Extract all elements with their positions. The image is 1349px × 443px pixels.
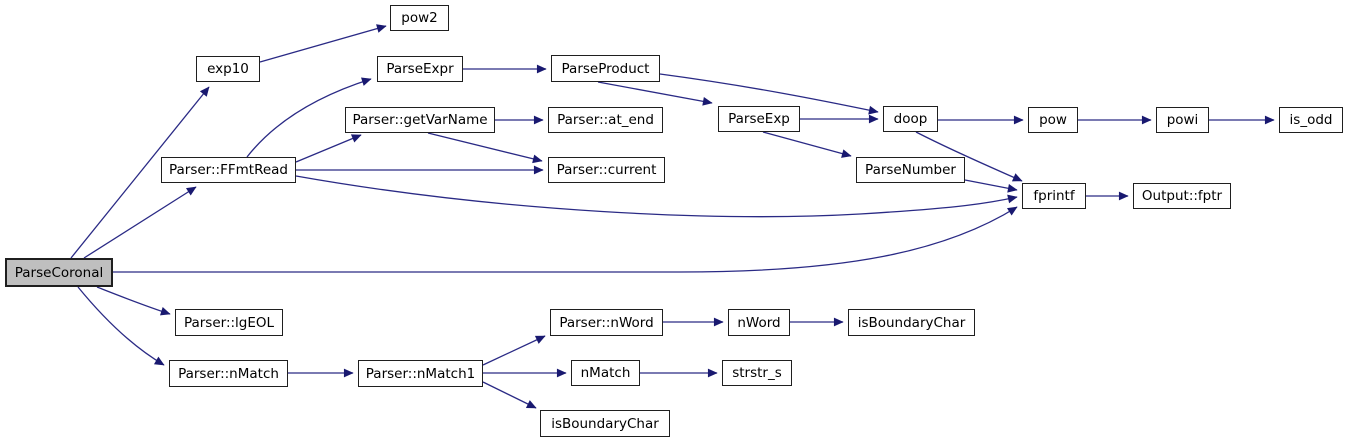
edge-ParseProduct-doop	[659, 73, 879, 115]
edge-doop-fprintf	[915, 131, 1023, 182]
node-Parser_FFmtRead[interactable]: Parser::FFmtRead	[161, 157, 296, 183]
node-isBoundaryChar1[interactable]: isBoundaryChar	[848, 309, 975, 336]
node-nWord_fn[interactable]: nWord	[728, 309, 790, 336]
node-powi[interactable]: powi	[1156, 107, 1209, 133]
node-Parser_nMatch1[interactable]: Parser::nMatch1	[358, 360, 483, 387]
edge-Parser_getVarName-Parser_current	[427, 132, 543, 164]
node-pow[interactable]: pow	[1028, 107, 1078, 133]
node-ParseExpr[interactable]: ParseExpr	[377, 56, 463, 82]
node-exp10[interactable]: exp10	[196, 56, 260, 82]
node-Parser_current[interactable]: Parser::current	[548, 157, 665, 183]
node-Parser_nWord[interactable]: Parser::nWord	[550, 309, 663, 336]
edge-Parser_FFmtRead-ParseExpr	[246, 77, 372, 158]
node-pow2[interactable]: pow2	[390, 5, 449, 31]
node-strstr_s[interactable]: strstr_s	[722, 360, 792, 386]
edge-exp10-pow2	[259, 24, 387, 63]
node-nMatch_fn[interactable]: nMatch	[571, 360, 640, 386]
node-doop[interactable]: doop	[883, 106, 938, 132]
node-Parser_lgEOL[interactable]: Parser::lgEOL	[175, 309, 283, 336]
node-ParseProduct[interactable]: ParseProduct	[551, 55, 660, 82]
node-Parser_at_end[interactable]: Parser::at_end	[548, 107, 663, 133]
edge-ParseCoronal-Parser_nMatch	[77, 286, 165, 366]
edge-ParseExp-ParseNumber	[762, 131, 852, 158]
edge-ParseCoronal-Parser_lgEOL	[96, 286, 171, 316]
edge-ParseCoronal-exp10	[70, 86, 210, 259]
edge-Parser_nMatch1-Parser_nWord	[482, 335, 546, 366]
node-is_odd[interactable]: is_odd	[1279, 107, 1343, 133]
node-ParseExp[interactable]: ParseExp	[718, 106, 800, 132]
node-ParseNumber[interactable]: ParseNumber	[856, 157, 965, 183]
edge-ParseProduct-ParseExp	[597, 81, 713, 106]
edge-Parser_FFmtRead-Parser_getVarName	[295, 134, 362, 163]
edge-Parser_nMatch1-isBoundaryChar2	[482, 381, 537, 409]
node-fprintf[interactable]: fprintf	[1022, 183, 1086, 209]
root-node-ParseCoronal: ParseCoronal	[5, 258, 113, 287]
node-Output_fptr[interactable]: Output::fptr	[1133, 183, 1231, 209]
edge-ParseNumber-fprintf	[964, 179, 1018, 193]
node-Parser_getVarName[interactable]: Parser::getVarName	[345, 107, 495, 133]
node-isBoundaryChar2[interactable]: isBoundaryChar	[540, 410, 670, 437]
node-Parser_nMatch[interactable]: Parser::nMatch	[169, 360, 288, 387]
edge-ParseCoronal-fprintf	[113, 206, 1018, 273]
edge-ParseCoronal-Parser_FFmtRead	[83, 186, 197, 259]
edge-Parser_FFmtRead-fprintf	[295, 175, 1018, 218]
